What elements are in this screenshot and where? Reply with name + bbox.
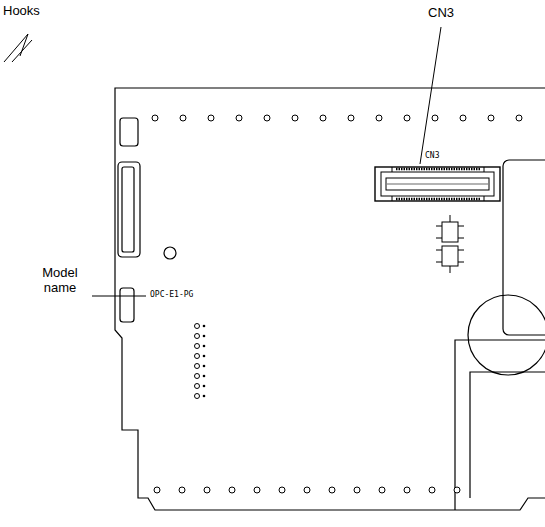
part-name: CN3 — [428, 6, 454, 21]
part-name: Model name — [30, 266, 90, 296]
small-vias — [203, 325, 206, 398]
mounting-pads — [152, 115, 522, 493]
chip-component — [436, 215, 464, 273]
connector-symbol — [375, 167, 500, 201]
leader-lines — [4, 27, 441, 296]
part-name: Hooks — [3, 4, 40, 19]
silkscreen-text: OPC-E1-PG — [150, 290, 193, 299]
board-outline — [115, 88, 545, 510]
silkscreen-text: CN3 — [425, 151, 439, 160]
